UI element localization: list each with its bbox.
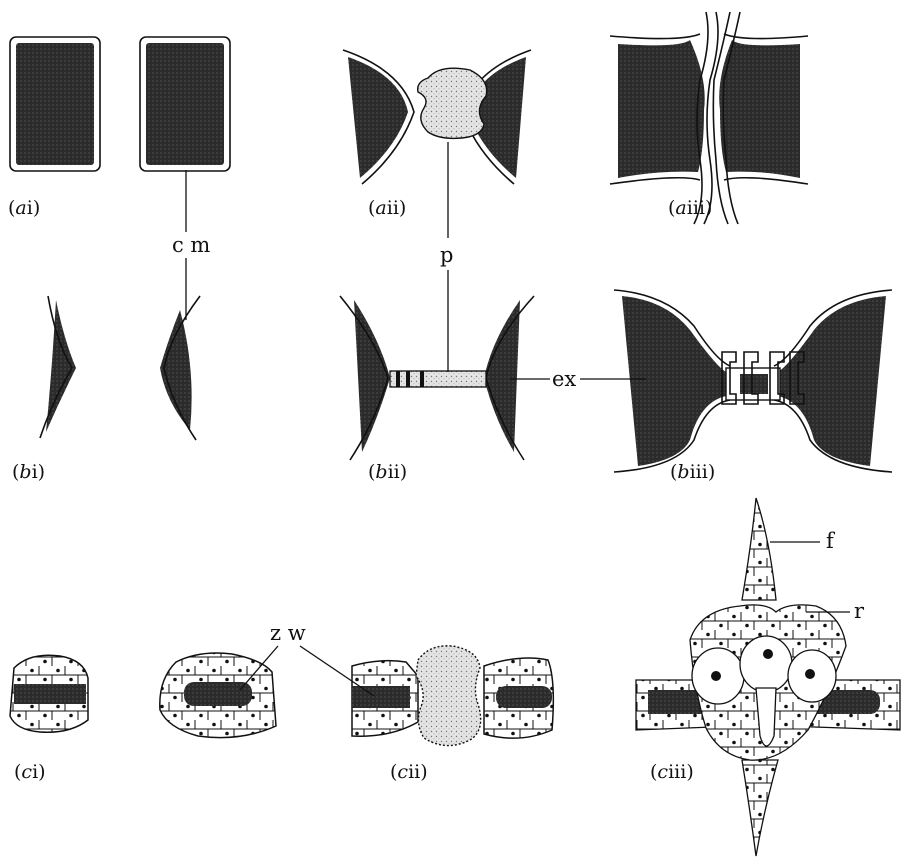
label-panel-cii: (cii) xyxy=(390,761,428,783)
panel-ai-drawing xyxy=(10,37,230,171)
label-f: f xyxy=(826,529,836,553)
panel-bi-drawing xyxy=(40,296,200,440)
panel-aii-drawing xyxy=(343,50,531,184)
label-panel-bii: (bii) xyxy=(368,461,407,483)
label-panel-ciii: (ciii) xyxy=(650,761,694,783)
label-p: p xyxy=(440,243,453,267)
panel-cii-drawing xyxy=(352,646,553,746)
panel-ciii-drawing xyxy=(636,498,900,856)
panel-bii-drawing xyxy=(340,296,534,460)
label-ex: ex xyxy=(552,367,576,391)
panel-ci-second-drawing xyxy=(160,653,276,738)
label-panel-aiii: (aiii) xyxy=(668,197,712,219)
label-cm: c m xyxy=(172,233,210,257)
label-zw: z w xyxy=(270,621,306,645)
panel-aiii-drawing xyxy=(610,12,808,224)
label-r: r xyxy=(854,599,865,623)
panel-ci-drawing xyxy=(10,655,88,732)
label-panel-ci: (ci) xyxy=(14,761,46,783)
label-panel-bi: (bi) xyxy=(12,461,45,483)
label-panel-biii: (biii) xyxy=(670,461,715,483)
label-panel-ai: (ai) xyxy=(8,197,40,219)
panel-biii-drawing xyxy=(614,290,892,472)
label-panel-aii: (aii) xyxy=(368,197,406,219)
